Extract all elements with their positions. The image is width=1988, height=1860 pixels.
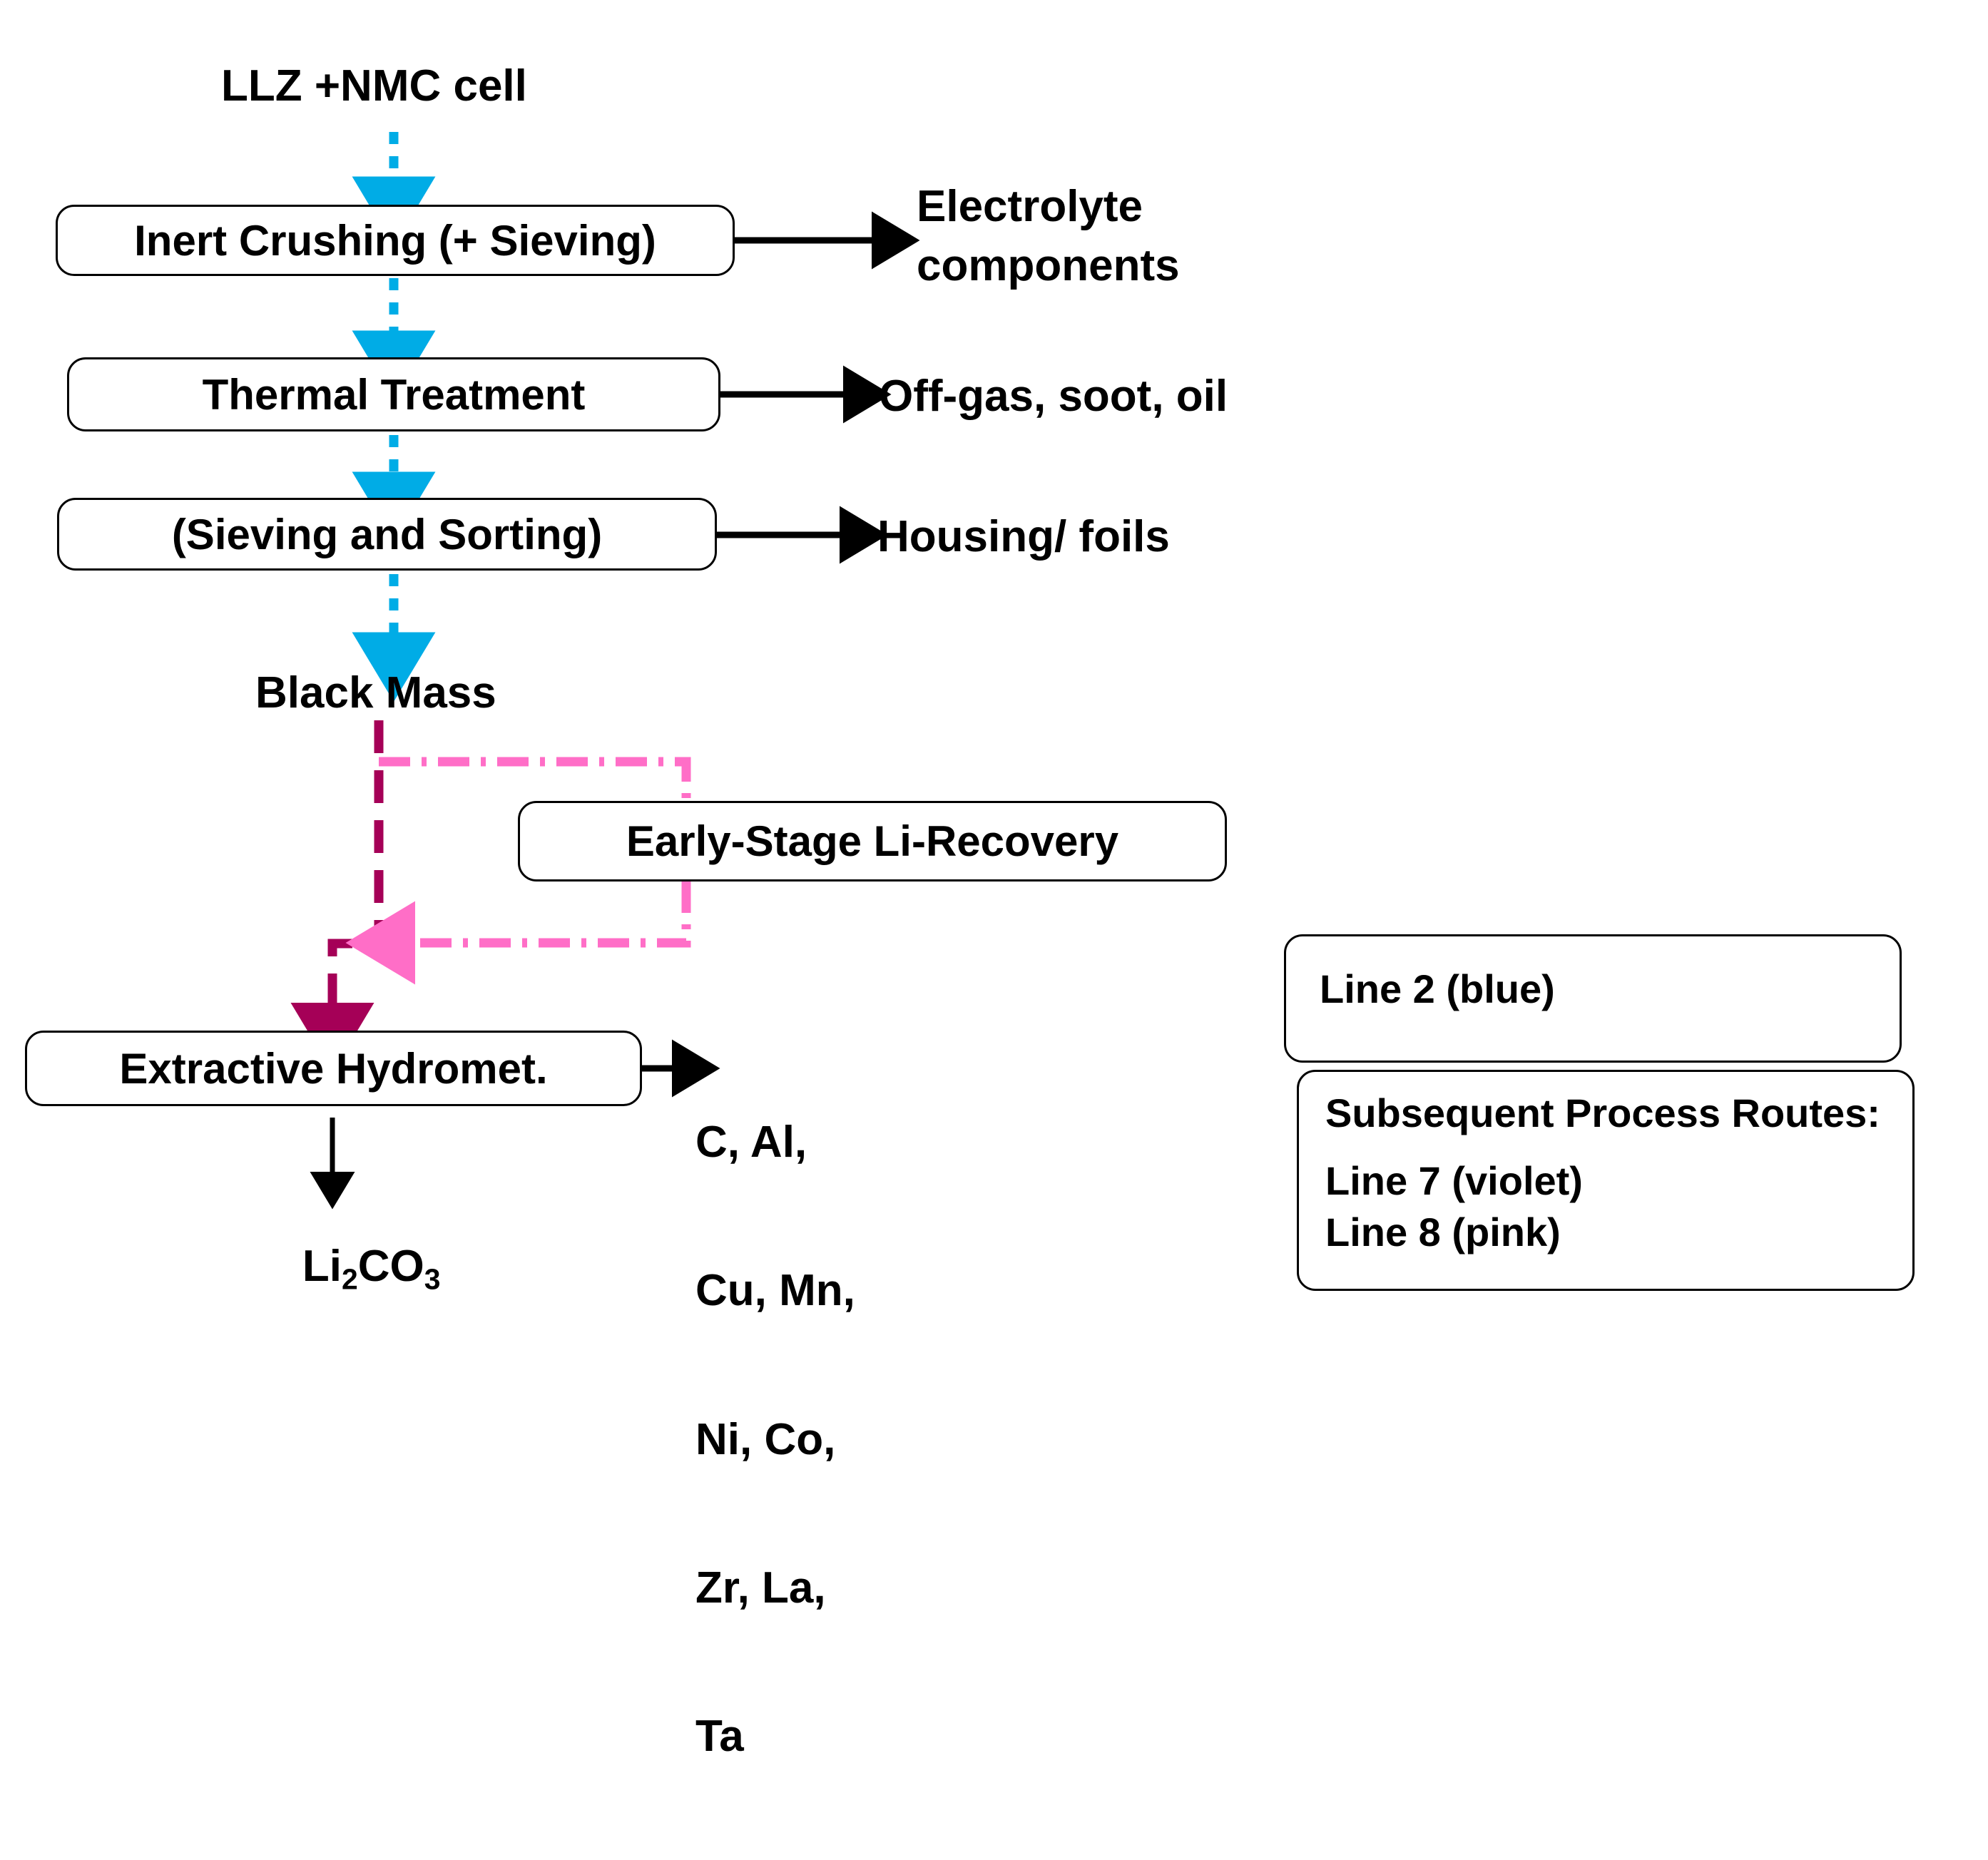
legend-label-line8-pink: Line 8 (pink)	[1325, 1210, 1561, 1255]
legend-title-process-routes: Subsequent Process Routes:	[1325, 1090, 1880, 1135]
output-metals-line-3: Ni, Co,	[695, 1414, 836, 1464]
output-housing-foils: Housing/ foils	[877, 512, 1170, 561]
process-box-extractive-hydromet[interactable]: Extractive Hydromet.	[25, 1031, 642, 1106]
output-metals-line-4: Zr, La,	[695, 1563, 826, 1613]
connector-violet-route-line7	[290, 720, 384, 1073]
product-co: CO	[357, 1242, 424, 1292]
connector-pink-lirecovery-return	[345, 882, 691, 985]
legend-box-line2	[1284, 934, 1902, 1063]
output-metals-line-1: C, Al,	[695, 1117, 807, 1167]
product-sub-3: 3	[424, 1262, 441, 1296]
process-box-inert-crushing[interactable]: Inert Crushing (+ Sieving)	[56, 205, 735, 276]
input-label: LLZ +NMC cell	[221, 61, 527, 111]
legend-label-line7-violet: Line 7 (violet)	[1325, 1158, 1583, 1203]
intermediate-black-mass: Black Mass	[255, 668, 496, 717]
product-li: Li	[302, 1242, 342, 1292]
output-electrolyte-line1: Electrolyte	[917, 182, 1143, 231]
process-box-thermal-treatment[interactable]: Thermal Treatment	[67, 357, 720, 431]
connector-pink-blackmass-to-lirecovery	[379, 757, 691, 801]
output-product-li2co3: Li2CO3	[253, 1192, 441, 1346]
product-sub-2: 2	[342, 1262, 358, 1296]
output-electrolyte-line2: components	[917, 241, 1180, 290]
legend-label-line2: Line 2 (blue)	[1320, 966, 1555, 1011]
output-metals-line-2: Cu, Mn,	[695, 1266, 855, 1316]
flowchart-canvas: LLZ +NMC cell Inert Crushing (+ Sieving)…	[25, 61, 1915, 1761]
process-box-early-stage-li-recovery[interactable]: Early-Stage Li-Recovery	[518, 801, 1227, 882]
process-box-sieving-sorting[interactable]: (Sieving and Sorting)	[57, 498, 717, 571]
output-metals-line-5: Ta	[695, 1712, 744, 1762]
legend-box-process-routes	[1297, 1070, 1915, 1291]
output-offgas: Off-gas, soot, oil	[879, 372, 1228, 421]
output-metals-list: C, Al, Cu, Mn, Ni, Co, Zr, La, Ta	[695, 1018, 855, 1860]
